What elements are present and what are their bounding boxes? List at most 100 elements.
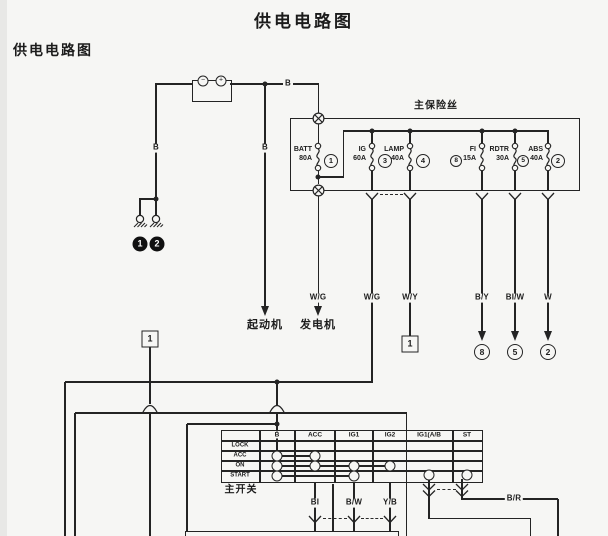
wire-segment [343, 131, 345, 177]
wire-segment [149, 412, 151, 536]
ground-ref-2: 2 [149, 236, 165, 252]
connector-chevron-icon [541, 192, 555, 201]
row-label-acc: ACC [232, 452, 248, 460]
wire-segment [156, 83, 192, 85]
wire-segment [371, 199, 373, 382]
arrow-down-icon [261, 306, 269, 316]
wire-label-b: B [151, 142, 161, 153]
wire-segment [65, 381, 373, 383]
wire-segment [318, 176, 344, 178]
wire-label-bw: B/W [343, 497, 365, 508]
switch-contact [348, 470, 360, 482]
wire-segment [512, 128, 518, 134]
wire-segment [74, 413, 76, 536]
wire-segment [153, 196, 159, 202]
wire-label-biw: BI/W [503, 292, 527, 303]
connector-ref-5: 5 [517, 154, 530, 167]
wire-label-wy: W/Y [400, 292, 420, 303]
wire-segment [361, 517, 383, 519]
wire-segment [372, 430, 374, 482]
wire-segment [481, 131, 483, 144]
connector-box-1-right: 1 [401, 335, 419, 353]
connector-chevron-icon [475, 192, 489, 201]
connector-chevron-icon [308, 515, 322, 524]
connector-chevron-icon [365, 192, 379, 201]
arrow-down-icon [478, 331, 486, 341]
wire-segment [437, 488, 456, 490]
fuse-icon [478, 142, 486, 172]
switch-contact [309, 460, 321, 472]
wire-segment [221, 440, 482, 442]
wire-segment [264, 83, 266, 307]
wire-label-br: B/R [504, 493, 524, 504]
connector-pair-icon [422, 483, 436, 498]
main-switch-label: 主开关 [222, 484, 260, 496]
wire-segment [187, 423, 277, 425]
connector-ref-4: 4 [416, 154, 430, 168]
wire-segment [514, 170, 516, 190]
column-header-ig1ab: IG1(A/B [416, 431, 442, 439]
connector-ref-3: 3 [378, 154, 392, 168]
connector-circle-8: 8 [474, 344, 490, 360]
wire-label-wg: W/G [361, 292, 383, 303]
wire-segment [380, 194, 403, 195]
column-header-ig1: IG1 [347, 431, 361, 439]
wire-hop-icon [269, 404, 285, 413]
terminal-cross-icon [312, 112, 325, 125]
wire-segment [277, 465, 390, 467]
fuse-icon [314, 142, 322, 172]
wire-segment [186, 424, 188, 531]
wire-segment [514, 131, 516, 144]
wire-segment [530, 518, 532, 536]
wire-label-b: B [260, 142, 270, 153]
connector-circle-2: 2 [540, 344, 556, 360]
ground-icon [133, 214, 148, 228]
connector-chevron-icon [383, 515, 397, 524]
alternator-label: 发电机 [298, 318, 338, 332]
wire-segment [75, 412, 407, 414]
connector-ref-8: 8 [450, 154, 463, 167]
wire-segment [428, 479, 430, 519]
column-header-st: ST [461, 431, 473, 439]
wire-segment [155, 199, 157, 216]
wire-segment [64, 382, 66, 536]
wire-segment [481, 199, 483, 331]
page-title: 供电电路图 [254, 12, 354, 31]
wire-segment [557, 499, 559, 536]
wire-label-by: B/Y [473, 292, 491, 303]
connector-box-1-left: 1 [141, 330, 159, 348]
wire-segment [405, 413, 407, 536]
bottom-component-box [185, 531, 399, 536]
wire-label-yb: Y/B [381, 497, 399, 508]
wire-segment [371, 170, 373, 190]
wire-segment [481, 170, 483, 190]
fuse-icon [406, 142, 414, 172]
wire-segment [514, 199, 516, 331]
wire-segment [277, 475, 354, 477]
wire-segment [274, 379, 280, 385]
row-label-lock: LOCK [230, 442, 250, 450]
wire-segment [334, 430, 336, 482]
wire-label-wg: W/G [307, 292, 329, 303]
battery-positive-terminal: + [215, 75, 227, 87]
wire-segment [262, 81, 268, 87]
arrow-down-icon [314, 306, 322, 316]
wire-segment [428, 518, 532, 520]
connector-chevron-icon [508, 192, 522, 201]
battery-negative-terminal: − [197, 75, 209, 87]
row-label-start: START [229, 472, 251, 480]
starter-label: 起动机 [245, 318, 285, 332]
wire-segment [547, 170, 549, 190]
wire-segment [276, 382, 278, 425]
arrow-down-icon [511, 331, 519, 341]
wire-segment [547, 199, 549, 331]
arrow-down-icon [544, 331, 552, 341]
wire-segment [343, 130, 549, 132]
connector-ref-1: 1 [324, 154, 338, 168]
switch-contact [423, 469, 435, 481]
connector-ref-2: 2 [551, 154, 565, 168]
fuse-icon [544, 142, 552, 172]
